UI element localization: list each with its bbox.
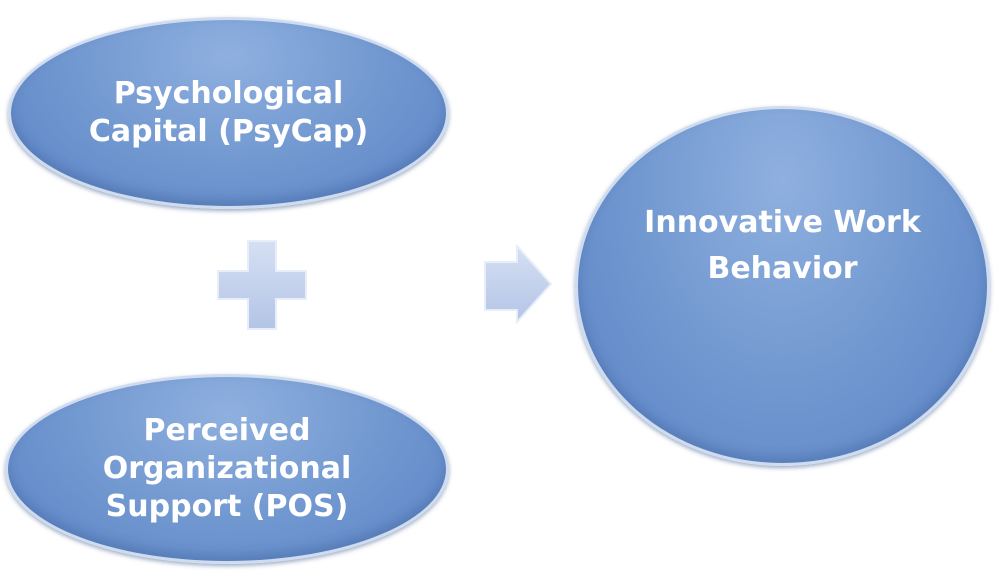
iwb-circle: Innovative Work Behavior	[575, 106, 990, 466]
pos-ellipse: Perceived Organizational Support (POS)	[5, 374, 449, 564]
psycap-label: Psychological Capital (PsyCap)	[88, 76, 369, 149]
iwb-label: Innovative Work Behavior	[644, 205, 921, 286]
arrow-right-icon	[484, 244, 553, 325]
plus-icon	[217, 240, 307, 330]
pos-label: Perceived Organizational Support (POS)	[102, 413, 352, 524]
psycap-ellipse: Psychological Capital (PsyCap)	[8, 17, 449, 209]
